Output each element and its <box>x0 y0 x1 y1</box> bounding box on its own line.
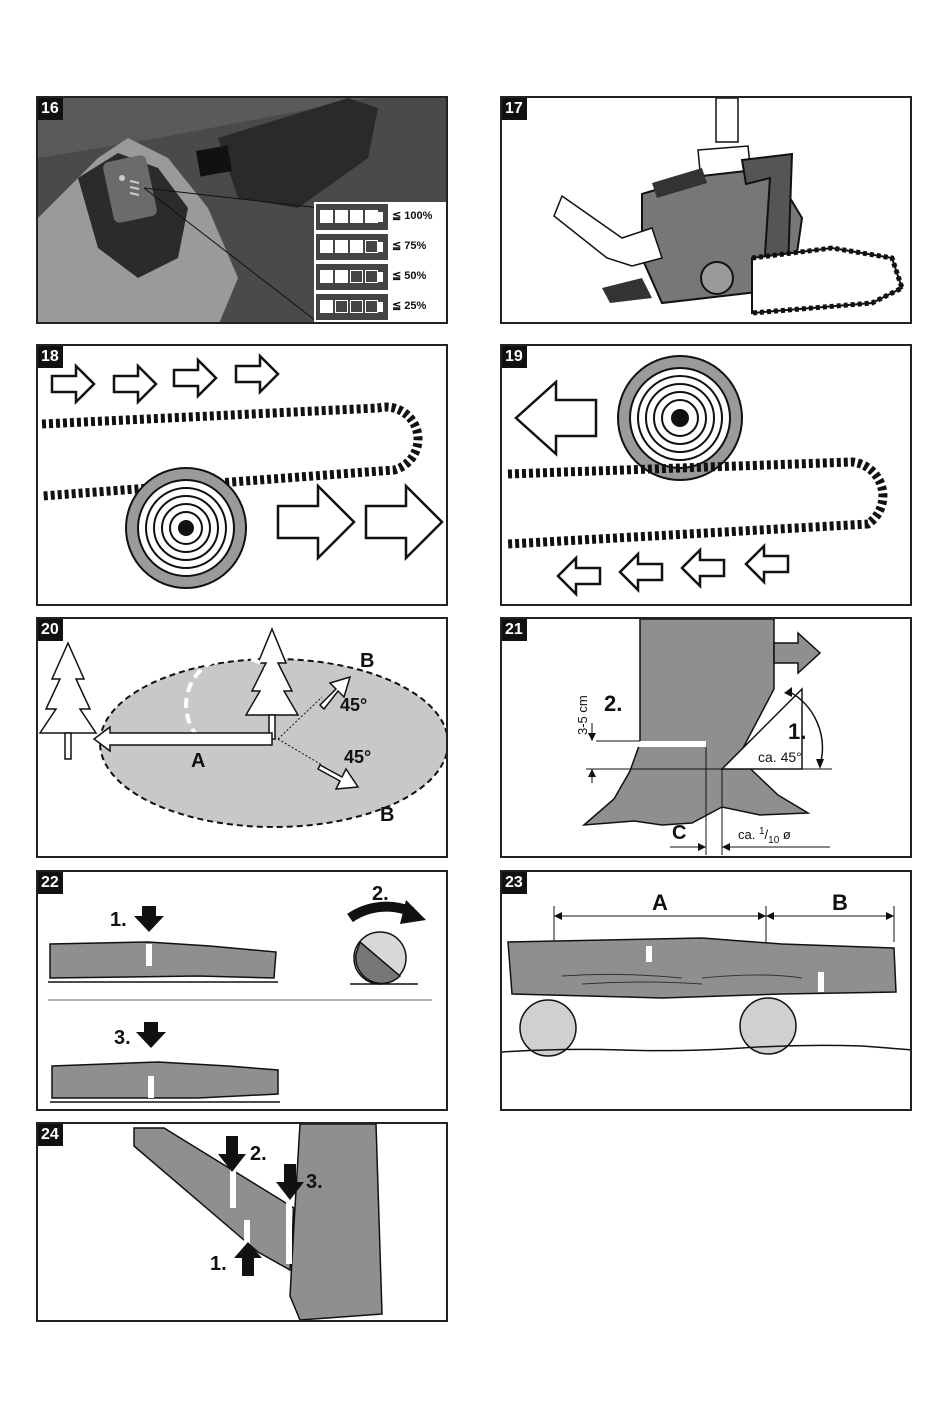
battery-icon <box>316 294 388 320</box>
figure-16: 16 ≦ 100% ≦ 75% <box>36 96 448 324</box>
label-height: 3-5 cm <box>575 695 590 735</box>
large-arrows-right <box>278 486 442 558</box>
down-arrow-icon <box>134 906 164 932</box>
supported-log-diagram: A B <box>502 872 912 1111</box>
label-a: A <box>191 750 205 772</box>
label-step1: 1. <box>788 719 806 744</box>
level-symbol: ≦ <box>392 270 401 282</box>
figure-22: 22 1. 2. 3. <box>36 870 448 1111</box>
fall-direction-arrow <box>774 633 820 673</box>
battery-icon <box>316 264 388 290</box>
battery-icon <box>316 234 388 260</box>
cutting-from-bottom-diagram <box>502 346 912 606</box>
felling-area-diagram: A B B 45° 45° <box>38 619 448 858</box>
label-b: B <box>832 890 848 915</box>
small-arrows-right <box>52 356 278 402</box>
label-b-top: B <box>360 650 374 672</box>
ratio-denominator: 10 <box>768 835 780 846</box>
ratio-suffix: ø <box>779 827 791 842</box>
level-symbol: ≦ <box>392 240 401 252</box>
tree-trunk <box>290 1124 382 1320</box>
figure-24: 24 2. 3. 1. <box>36 1122 448 1322</box>
level-text: 25% <box>404 300 426 312</box>
chainsaw-hands-illustration <box>502 98 912 324</box>
figure-21: 21 3-5 cm 2. 1. ca. 45° C ca. 1/10 ø <box>500 617 912 858</box>
branch-removal-diagram: 2. 3. 1. <box>38 1124 448 1322</box>
battery-icon <box>316 204 388 230</box>
label-a: A <box>652 890 668 915</box>
label-step2: 2. <box>604 691 622 716</box>
label-angle: ca. 45° <box>758 749 802 765</box>
label-b-bottom: B <box>380 804 394 826</box>
label-step2: 2. <box>250 1143 267 1165</box>
figure-number: 20 <box>38 619 63 641</box>
tree-icon <box>40 643 96 759</box>
support-log <box>520 1000 576 1056</box>
cutting-from-top-diagram <box>38 346 448 606</box>
log-bottom <box>52 1062 278 1098</box>
label-ratio: ca. 1/10 ø <box>738 826 791 846</box>
large-arrow-left <box>516 382 596 454</box>
level-symbol: ≦ <box>392 210 401 222</box>
figure-number: 23 <box>502 872 527 894</box>
log-cross-section <box>618 356 742 480</box>
battery-level-row: ≦ 75% <box>316 234 444 260</box>
battery-level-row: ≦ 25% <box>316 294 444 320</box>
down-arrow-icon <box>136 1022 166 1048</box>
label-step3: 3. <box>114 1027 131 1049</box>
figure-number: 22 <box>38 872 63 894</box>
label-angle-top: 45° <box>340 695 367 715</box>
log-cross-section <box>126 468 246 588</box>
figure-number: 24 <box>38 1124 63 1146</box>
level-text: 50% <box>404 270 426 282</box>
figure-23: 23 A B <box>500 870 912 1111</box>
figure-number: 17 <box>502 98 527 120</box>
label-step3: 3. <box>306 1171 323 1193</box>
battery-level-row: ≦ 50% <box>316 264 444 290</box>
battery-level-row: ≦ 100% <box>316 204 444 230</box>
label-angle-bottom: 45° <box>344 747 371 767</box>
figure-number: 16 <box>38 98 63 120</box>
figure-17: 17 <box>500 96 912 324</box>
bucking-diagram: 1. 2. 3. <box>38 872 448 1111</box>
figure-number: 19 <box>502 346 527 368</box>
small-arrows-left <box>558 546 788 594</box>
level-text: 75% <box>404 240 426 252</box>
label-c: C <box>672 822 686 844</box>
figure-number: 21 <box>502 619 527 641</box>
ratio-prefix: ca. <box>738 827 759 842</box>
level-text: 100% <box>404 210 432 222</box>
felling-notch-diagram: 3-5 cm 2. 1. ca. 45° C ca. 1/10 ø <box>502 619 912 858</box>
figure-18: 18 <box>36 344 448 606</box>
log <box>508 938 896 998</box>
label-step1: 1. <box>210 1253 227 1275</box>
rotate-arrow-icon <box>400 900 426 924</box>
figure-20: 20 A B B 45° 45° <box>36 617 448 858</box>
battery-level-legend: ≦ 100% ≦ 75% ≦ 50% ≦ 25% <box>314 202 446 324</box>
level-symbol: ≦ <box>392 300 401 312</box>
figure-19: 19 <box>500 344 912 606</box>
label-step1: 1. <box>110 909 127 931</box>
label-step2: 2. <box>372 883 389 905</box>
figure-number: 18 <box>38 346 63 368</box>
branch <box>134 1128 294 1270</box>
saw-chain <box>42 407 418 496</box>
log-top <box>50 942 276 978</box>
